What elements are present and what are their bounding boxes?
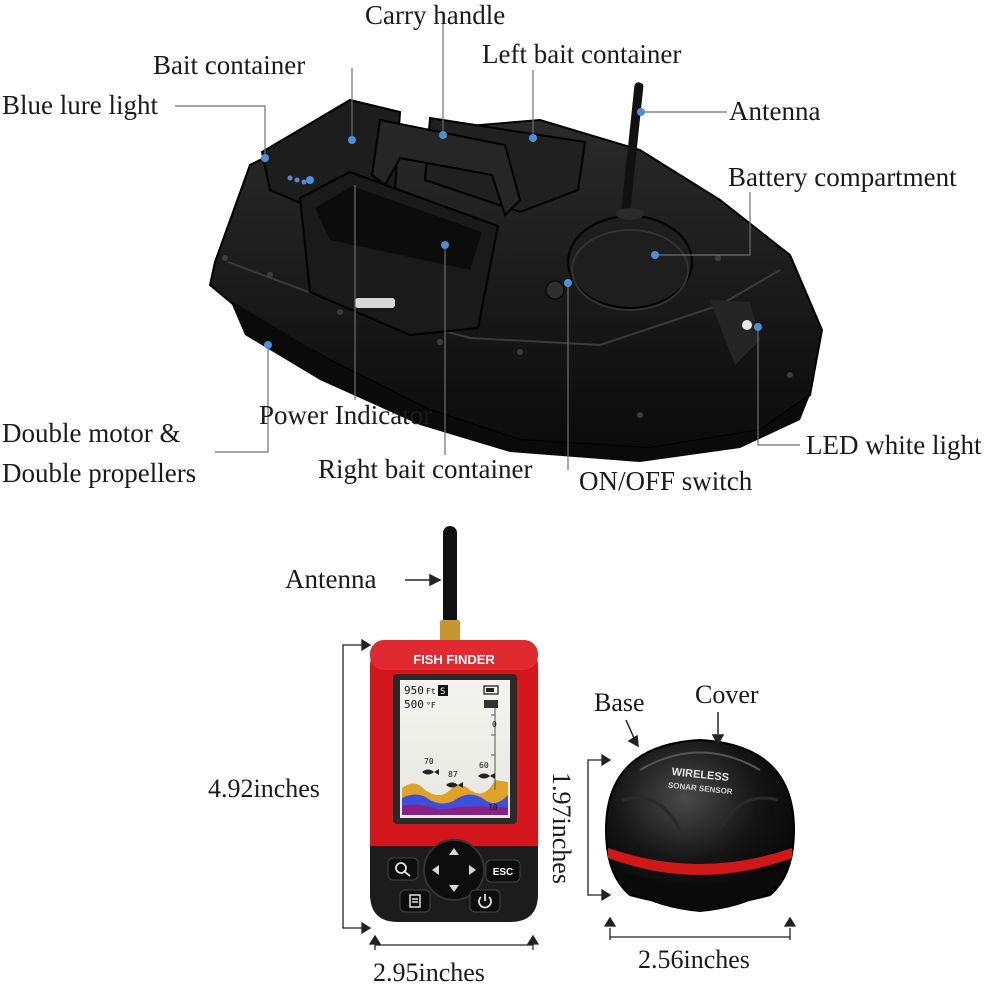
fish-finder-device (370, 526, 538, 922)
label-sonar-height: 1.97inches (546, 772, 576, 884)
fish-icon (478, 773, 495, 779)
led-white-light-housing (710, 300, 760, 365)
esc-button-label: ESC (493, 867, 514, 878)
label-left-bait-container: Left bait container (482, 39, 682, 69)
label-antenna-finder: Antenna (285, 564, 377, 594)
dpad-button[interactable] (423, 839, 485, 901)
boat-antenna (621, 82, 644, 212)
sonar-sensor (604, 738, 796, 912)
label-blue-lure-light: Blue lure light (2, 90, 158, 120)
sonar-dimensions (587, 753, 797, 940)
zoom-icon (395, 862, 407, 874)
fish-depth-label: 87 (448, 770, 458, 779)
label-sonar-width: 2.56inches (638, 945, 750, 974)
label-bait-container: Bait container (153, 50, 306, 80)
screen-temp-value: 500 (404, 698, 424, 711)
fish-finder-antenna (443, 526, 457, 632)
boat-lower-hull (230, 300, 810, 462)
label-double-motor-2: Double propellers (2, 458, 197, 488)
screen-depth-mode: S (440, 687, 445, 697)
boat-callout-dots (261, 108, 762, 349)
screen-depth-value: 950 (404, 684, 424, 697)
on-off-switch-knob (545, 280, 565, 300)
fish-finder-title: FISH FINDER (413, 652, 495, 667)
bait-boat (208, 82, 824, 462)
dpad-arrow-icons (432, 848, 476, 892)
label-antenna-boat: Antenna (729, 96, 821, 126)
signal-status-icon (484, 700, 498, 708)
label-sonar-base: Base (594, 688, 645, 717)
label-finder-width: 2.95inches (373, 958, 485, 987)
fish-depth-label: 60 (479, 761, 489, 770)
label-finder-height: 4.92inches (208, 774, 320, 803)
screen-scale-bottom: 10 (488, 803, 498, 812)
label-led-white-light: LED white light (806, 430, 982, 460)
fish-finder-dimensions (342, 638, 540, 950)
fish-icon (422, 769, 439, 775)
power-indicator-light (355, 298, 395, 308)
zoom-button[interactable] (387, 857, 419, 881)
fish-icon (446, 782, 463, 788)
carry-handle-body (370, 118, 522, 217)
label-double-motor-1: Double motor & (2, 418, 181, 448)
sonar-label-arrows (625, 712, 725, 748)
label-battery-compartment: Battery compartment (728, 162, 957, 192)
screen-temp-unit: °F (426, 701, 436, 710)
antenna-arrow (405, 573, 442, 587)
label-sonar-cover: Cover (695, 680, 759, 709)
label-carry-handle: Carry handle (365, 0, 506, 30)
menu-icon (409, 894, 421, 908)
screen-scale-top: 0 (492, 720, 497, 729)
esc-button[interactable] (485, 859, 521, 883)
boat-callout-lines (175, 12, 800, 470)
battery-status-icon (483, 685, 499, 695)
screen-depth-unit: Ft (426, 687, 436, 696)
sonar-cover-text-1: WIRELESS (671, 766, 729, 784)
menu-button[interactable] (399, 889, 431, 913)
label-on-off-switch: ON/OFF switch (579, 466, 753, 496)
label-right-bait-container: Right bait container (318, 454, 533, 484)
label-power-indicator: Power Indicator (259, 400, 433, 430)
sonar-red-stripe (608, 848, 792, 875)
fish-depth-label: 70 (424, 757, 434, 766)
power-icon (478, 894, 492, 909)
